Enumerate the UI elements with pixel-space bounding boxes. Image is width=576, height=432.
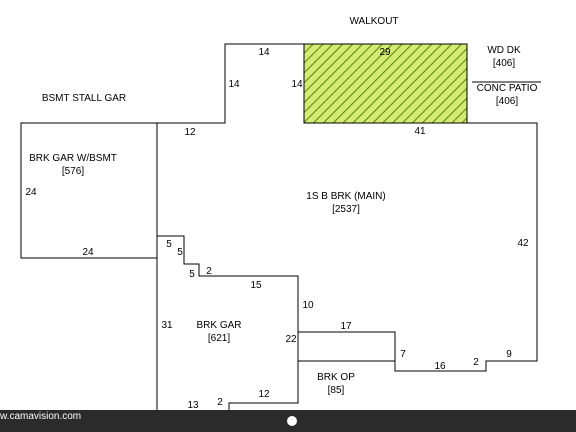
brk-gar-wbsmt-area: [576] <box>62 166 84 177</box>
bsmt-stall-gar-label: BSMT STALL GAR <box>42 93 126 104</box>
brk-gar-outline <box>157 235 299 410</box>
sketch-canvas <box>0 0 576 410</box>
dim-step-1: 5 <box>166 239 172 250</box>
brk-op-label: BRK OP <box>317 372 355 383</box>
dim-gar-left: 31 <box>161 320 173 331</box>
dim-bot-2: 2 <box>473 357 479 368</box>
dim-step-3: 5 <box>189 269 195 280</box>
brk-op-area: [85] <box>328 385 345 396</box>
dim-gar-bsmt-side: 24 <box>25 187 37 198</box>
dim-deck-left-lower: 14 <box>291 79 303 90</box>
main-area: [2537] <box>332 204 360 215</box>
dim-gar-right-upper: 10 <box>302 300 314 311</box>
dim-gar-bottom-12: 12 <box>258 389 270 400</box>
dim-step-2: 5 <box>177 247 183 258</box>
brk-op-outline <box>298 331 396 362</box>
dim-deck-left-upper: 14 <box>228 79 240 90</box>
building-sketch: WALKOUT BSMT STALL GAR WD DK [406] CONC … <box>0 0 576 410</box>
brk-gar-bsmt-outline <box>20 122 157 259</box>
dim-bot-9: 9 <box>506 349 512 360</box>
dim-gar-right-lower: 22 <box>285 334 297 345</box>
dim-gar-bottom-13: 13 <box>187 400 199 410</box>
dim-bot-16: 16 <box>434 361 446 372</box>
wd-dk-label: WD DK <box>487 45 521 56</box>
brk-gar-wbsmt-label: BRK GAR W/BSMT <box>29 153 117 164</box>
dim-right-side: 42 <box>517 238 529 249</box>
dim-step-4: 2 <box>206 266 212 277</box>
brk-gar-area: [621] <box>208 333 230 344</box>
main-label: 1S B BRK (MAIN) <box>306 191 385 202</box>
credit-text: w.camavision.com <box>0 411 82 422</box>
main-outline <box>157 43 538 372</box>
dim-op-right: 7 <box>400 349 406 360</box>
dim-op-top: 17 <box>340 321 352 332</box>
dim-deck-top: 14 <box>258 47 270 58</box>
dim-gar-top: 15 <box>250 280 262 291</box>
wd-dk-area: [406] <box>493 58 515 69</box>
dim-left-top: 12 <box>184 127 196 138</box>
conc-patio-label: CONC PATIO <box>477 83 538 94</box>
dim-gar-bottom-2: 2 <box>217 397 223 408</box>
dim-deck-width: 29 <box>379 47 391 58</box>
walkout-label: WALKOUT <box>349 16 398 27</box>
conc-patio-area: [406] <box>496 96 518 107</box>
wood-deck-area <box>303 43 468 124</box>
dim-right-top: 41 <box>414 126 426 137</box>
pager-dot[interactable] <box>287 416 297 426</box>
dim-gar-bsmt-bottom: 24 <box>82 247 94 258</box>
brk-gar-label: BRK GAR <box>196 320 241 331</box>
